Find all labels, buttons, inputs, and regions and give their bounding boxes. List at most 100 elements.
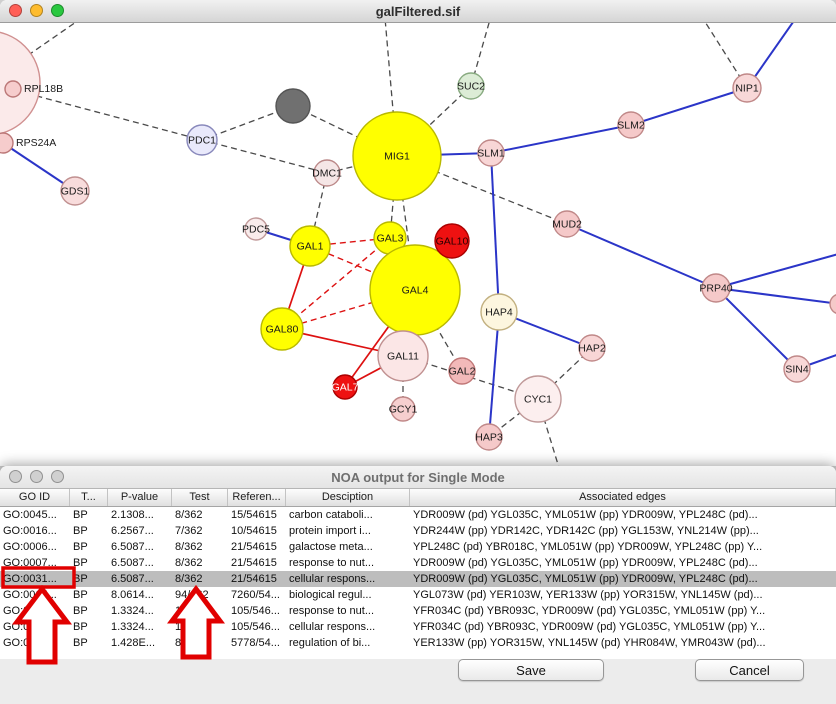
- node-gal80[interactable]: [260, 307, 304, 351]
- node-label-nip1: NIP1: [735, 83, 759, 95]
- table-cell: 8/362: [175, 509, 203, 521]
- edge-HAP4-HAP3[interactable]: [488, 311, 500, 438]
- node-gal2[interactable]: [448, 357, 476, 385]
- table-cell: BP: [73, 605, 88, 617]
- node-gal7[interactable]: [332, 374, 358, 400]
- node-suc2[interactable]: [457, 72, 485, 100]
- node-label-gds1: GDS1: [61, 186, 90, 198]
- node-mig1[interactable]: [352, 111, 442, 201]
- node-label-prp40: PRP40: [699, 283, 732, 295]
- table-cell: 15/54615: [231, 509, 277, 521]
- node-label-gal80: GAL80: [266, 324, 299, 336]
- column-header-2[interactable]: P-value: [108, 489, 172, 506]
- node-gds1[interactable]: [60, 176, 90, 206]
- node-rpl18b[interactable]: [4, 80, 22, 98]
- node-label-gal7: GAL7: [332, 382, 359, 394]
- edge-PDC1-DMC1[interactable]: [201, 139, 328, 174]
- table-cell: 1.428E...: [111, 637, 156, 649]
- node-rightedge[interactable]: [829, 294, 836, 314]
- cancel-button[interactable]: Cancel: [695, 659, 804, 681]
- edge-bigleft-PDC1[interactable]: [0, 83, 203, 141]
- edge-MIG1-offscreen[interactable]: [383, 23, 398, 157]
- node-gal1[interactable]: [289, 225, 331, 267]
- edge-PRP40-offscreen[interactable]: [715, 253, 836, 289]
- table-cell: 7260/54...: [231, 589, 280, 601]
- node-label-gal11: GAL11: [387, 351, 419, 363]
- network-window-titlebar[interactable]: galFiltered.sif: [0, 0, 836, 23]
- node-rps24a[interactable]: [0, 132, 14, 154]
- minimize-button[interactable]: [30, 4, 43, 17]
- table-cell: YDR009W (pd) YGL035C, YML051W (pp) YDR00…: [413, 509, 758, 521]
- table-cell: cellular respons...: [289, 573, 376, 585]
- node-dmc1[interactable]: [313, 159, 341, 187]
- edge-PRP40-rightedge[interactable]: [715, 287, 836, 305]
- close-button[interactable]: [9, 4, 22, 17]
- table-cell: 11/362: [175, 621, 208, 633]
- column-header-6[interactable]: Associated edges: [410, 489, 836, 506]
- zoom-button[interactable]: [51, 470, 64, 483]
- noa-window-titlebar[interactable]: NOA output for Single Mode: [0, 466, 836, 489]
- table-cell: 8/362: [175, 541, 203, 553]
- node-label-hap2: HAP2: [578, 343, 606, 355]
- node-label-rps24a: RPS24A: [16, 137, 56, 149]
- node-pdc5[interactable]: [244, 217, 268, 241]
- edge-SUC2-offscreen[interactable]: [470, 23, 497, 87]
- node-cyc1[interactable]: [514, 375, 562, 423]
- node-slm2[interactable]: [617, 111, 645, 139]
- table-cell: regulation of bi...: [289, 637, 371, 649]
- edge-NIP1-offscreen[interactable]: [688, 23, 748, 89]
- node-pdc1[interactable]: [186, 124, 218, 156]
- node-hap2[interactable]: [578, 334, 606, 362]
- table-cell: 21/54615: [231, 573, 277, 585]
- table-cell: 1.3324...: [111, 605, 154, 617]
- node-mud2[interactable]: [553, 210, 581, 238]
- edge-SLM1-HAP4[interactable]: [490, 152, 500, 313]
- traffic-lights-inactive: [9, 470, 64, 483]
- edge-SLM2-NIP1[interactable]: [630, 87, 748, 126]
- edge-NIP1-offscreen[interactable]: [746, 23, 812, 89]
- edge-MUD2-PRP40[interactable]: [566, 223, 717, 289]
- node-hap4[interactable]: [480, 293, 518, 331]
- table-cell: 2.1308...: [111, 509, 154, 521]
- node-nip1[interactable]: [732, 73, 762, 103]
- table-cell: YDR009W (pd) YGL035C, YML051W (pp) YDR00…: [413, 557, 758, 569]
- table-cell: 6.5087...: [111, 541, 154, 553]
- node-gcy1[interactable]: [390, 396, 416, 422]
- column-header-3[interactable]: Test: [172, 489, 228, 506]
- node-graynode[interactable]: [275, 88, 311, 124]
- save-button[interactable]: Save: [458, 659, 604, 681]
- edge-GAL3-GAL80[interactable]: [281, 237, 391, 330]
- zoom-button[interactable]: [51, 4, 64, 17]
- node-bigleft[interactable]: [0, 31, 41, 135]
- table-cell: 6.2567...: [111, 525, 154, 537]
- edge-PRP40-SIN4[interactable]: [715, 287, 798, 370]
- close-button[interactable]: [9, 470, 22, 483]
- node-slm1[interactable]: [477, 139, 505, 167]
- column-header-1[interactable]: T...: [70, 489, 108, 506]
- column-header-4[interactable]: Referen...: [228, 489, 286, 506]
- table-cell: 6.5087...: [111, 573, 154, 585]
- minimize-button[interactable]: [30, 470, 43, 483]
- column-header-5[interactable]: Desciption: [286, 489, 410, 506]
- edge-SLM1-SLM2[interactable]: [490, 124, 632, 154]
- node-sin4[interactable]: [783, 355, 811, 383]
- table-cell: 105/546...: [231, 621, 280, 633]
- node-prp40[interactable]: [701, 273, 731, 303]
- node-gal10[interactable]: [434, 223, 470, 259]
- node-label-dmc1: DMC1: [312, 168, 342, 180]
- node-gal11[interactable]: [377, 330, 429, 382]
- node-hap3[interactable]: [475, 423, 503, 451]
- column-header-0[interactable]: GO ID: [0, 489, 70, 506]
